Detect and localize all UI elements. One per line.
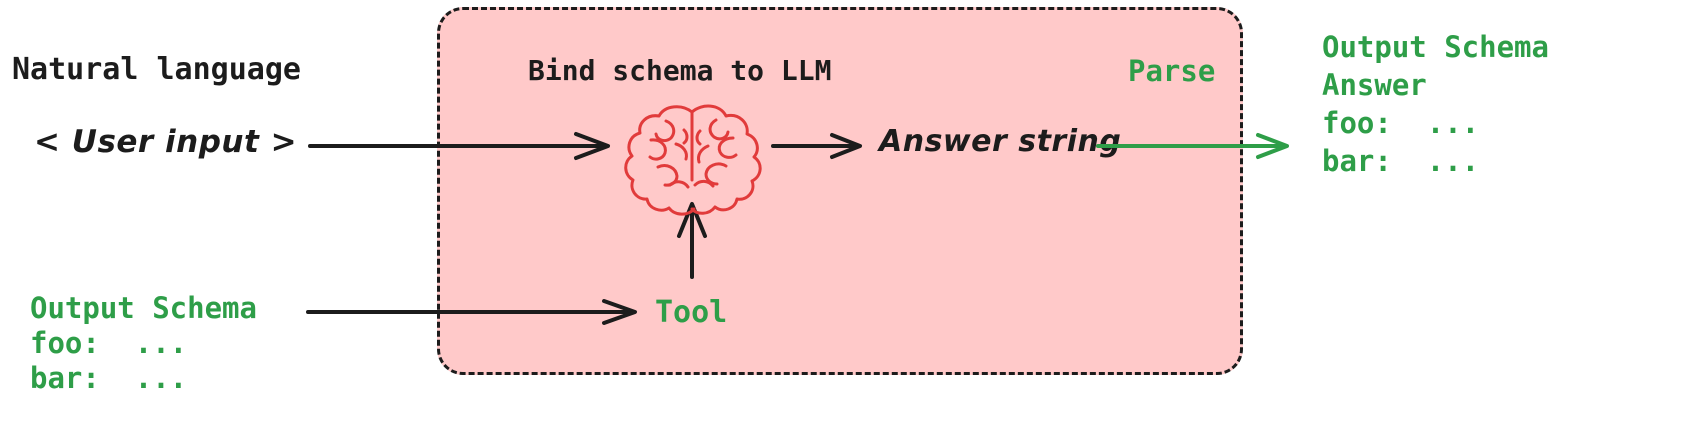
right-output-schema: Output Schema Answer foo: ... bar: ... [1322,28,1549,180]
natural-language-heading: Natural language [12,52,301,87]
tool-label: Tool [655,295,728,330]
left-schema-line-foo: foo: ... [30,326,188,360]
right-schema-title: Output Schema [1322,30,1549,64]
left-schema-line-bar: bar: ... [30,361,188,395]
right-schema-line-foo: foo: ... [1322,106,1480,140]
left-output-schema: Output Schema foo: ... bar: ... [30,291,257,396]
user-input-text: < User input > [34,124,298,160]
answer-string-text: Answer string [879,124,1122,159]
right-schema-line-bar: bar: ... [1322,144,1480,178]
right-schema-line-answer: Answer [1322,68,1427,102]
left-schema-title: Output Schema [30,291,257,325]
parse-label: Parse [1128,54,1216,88]
bind-schema-heading: Bind schema to LLM [528,54,832,87]
